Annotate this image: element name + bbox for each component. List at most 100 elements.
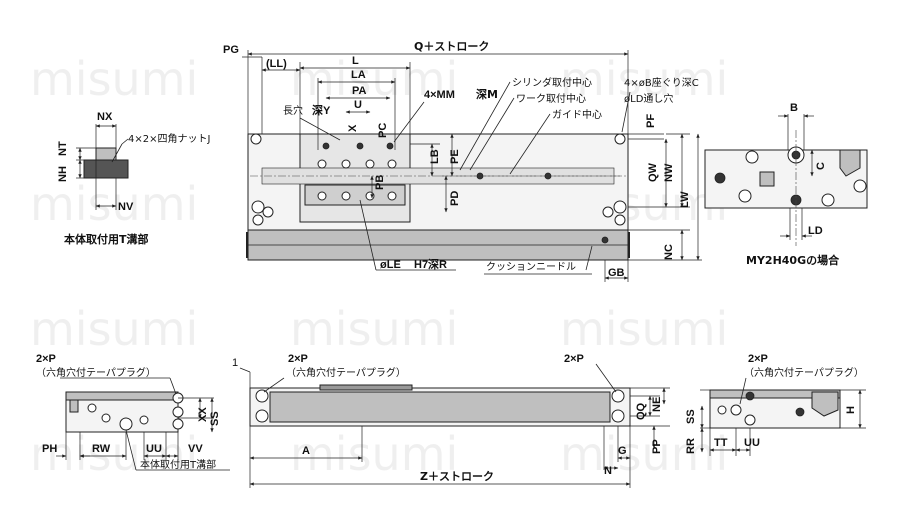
label-slot: 長穴	[283, 104, 303, 117]
front-plug	[611, 409, 625, 423]
corner-hole	[251, 200, 265, 214]
table-hole	[387, 159, 397, 169]
mounting-detail: B C LD MY2H40Gの場合	[704, 102, 868, 267]
label-B: B	[790, 102, 798, 114]
table-hole	[365, 191, 375, 201]
label-QW: QW	[647, 162, 659, 182]
label-Z-stroke: Z＋ストローク	[420, 470, 494, 483]
mount-hole	[738, 189, 752, 203]
label-LL: (LL)	[266, 58, 287, 70]
label-N: N	[604, 465, 612, 477]
watermark-text: misumi	[290, 427, 458, 481]
corner-hole	[613, 200, 627, 214]
label-QQ: QQ	[635, 402, 647, 420]
label-L: L	[352, 55, 359, 67]
label-Q-stroke: Q＋ストローク	[414, 40, 489, 53]
corner-hole	[614, 214, 626, 226]
label-RW: RW	[92, 443, 111, 455]
label-LD: LD	[808, 225, 823, 237]
label-left-plug-desc: （六角穴付テーパプラグ）	[36, 366, 156, 379]
mount-hole	[714, 172, 726, 184]
table-hole	[341, 159, 351, 169]
front-plug	[611, 389, 625, 403]
left-hole	[139, 415, 149, 425]
label-PC: PC	[377, 123, 389, 138]
mount-hole	[745, 150, 759, 164]
label-NE: NE	[651, 397, 663, 412]
label-RR: RR	[685, 438, 697, 454]
table-hole	[317, 191, 327, 201]
right-hole	[717, 405, 727, 415]
front-plug	[255, 389, 269, 403]
table-hole	[317, 159, 327, 169]
front-tube	[269, 391, 611, 423]
label-PE: PE	[449, 149, 461, 164]
label-U: U	[354, 99, 362, 111]
tslot-base	[83, 159, 129, 179]
label-work-center: ワーク取付中心	[516, 92, 586, 105]
label-guide-center: ガイド中心	[552, 108, 602, 121]
corner-hole	[262, 206, 274, 218]
right-hole	[744, 414, 756, 426]
label-cushion: クッションニードル	[486, 261, 576, 273]
label-nut: 4×2×四角ナットJ	[128, 133, 210, 145]
corner-hole	[250, 133, 262, 145]
label-TT: TT	[714, 437, 728, 449]
table-hole	[387, 191, 397, 201]
mounting-caption: MY2H40Gの場合	[746, 253, 840, 267]
watermark-text: misumi	[30, 302, 198, 356]
label-LB: LB	[429, 149, 441, 164]
label-GB: GB	[608, 267, 625, 279]
label-right-SS: SS	[685, 409, 697, 424]
label-front-plug-left: 2×P	[288, 353, 308, 365]
label-NW: NW	[663, 163, 675, 182]
label-right-plug: 2×P	[748, 353, 768, 365]
table-hole	[322, 142, 330, 150]
right-hole	[795, 407, 805, 417]
label-XX: XX	[197, 407, 209, 422]
label-LE: øLE	[380, 259, 401, 271]
label-left-plug: 2×P	[36, 353, 56, 365]
guide-hole	[476, 172, 484, 180]
label-UU: UU	[146, 443, 162, 455]
label-C: C	[815, 162, 827, 170]
watermark-text: misumi	[290, 302, 458, 356]
mount-hole	[853, 179, 867, 193]
label-LD-through: øLD通し穴	[624, 92, 673, 105]
label-right-UU: UU	[744, 437, 760, 449]
label-NV: NV	[118, 201, 134, 213]
table-hole	[365, 159, 375, 169]
label-depth-Y: 深Y	[312, 103, 331, 117]
watermark-text: misumi	[560, 52, 728, 106]
top-view: Q＋ストローク PG (LL) L LA PA U 長穴 深Y X PC 4×M…	[223, 40, 702, 282]
label-G: G	[618, 445, 627, 457]
left-end-view: 2×P （六角穴付テーパプラグ） XX SS PH RW UU VV 本体取付用…	[36, 353, 230, 471]
label-cyl-center: シリンダ取付中心	[512, 76, 592, 89]
watermark-text: misumi	[30, 427, 198, 481]
label-NC: NC	[663, 244, 675, 260]
label-PG: PG	[223, 44, 239, 56]
mount-hole	[821, 193, 835, 207]
label-PB: PB	[374, 175, 386, 190]
label-PA: PA	[352, 85, 367, 97]
label-one: 1	[232, 357, 238, 369]
front-plug	[255, 409, 269, 423]
watermark-text: misumi	[560, 427, 728, 481]
tslot-caption: 本体取付用T溝部	[64, 232, 149, 246]
plug	[172, 418, 184, 430]
label-PP: PP	[651, 439, 663, 454]
label-PH: PH	[42, 443, 57, 455]
left-hole	[119, 417, 133, 431]
table-hole	[356, 142, 364, 150]
corner-hole	[602, 206, 614, 218]
label-MM: 4×MM	[424, 89, 455, 101]
guide-hole	[544, 172, 552, 180]
label-VV: VV	[188, 443, 203, 455]
label-counterbore: 4×øB座ぐり深C	[624, 76, 699, 89]
label-A: A	[302, 445, 310, 457]
left-caption: 本体取付用T溝部	[140, 458, 216, 471]
tslot-detail: NX 4×2×四角ナットJ NT NH NV 本体取付用T溝部	[57, 111, 210, 246]
watermark-text: misumi	[30, 177, 198, 231]
label-X: X	[347, 124, 359, 132]
